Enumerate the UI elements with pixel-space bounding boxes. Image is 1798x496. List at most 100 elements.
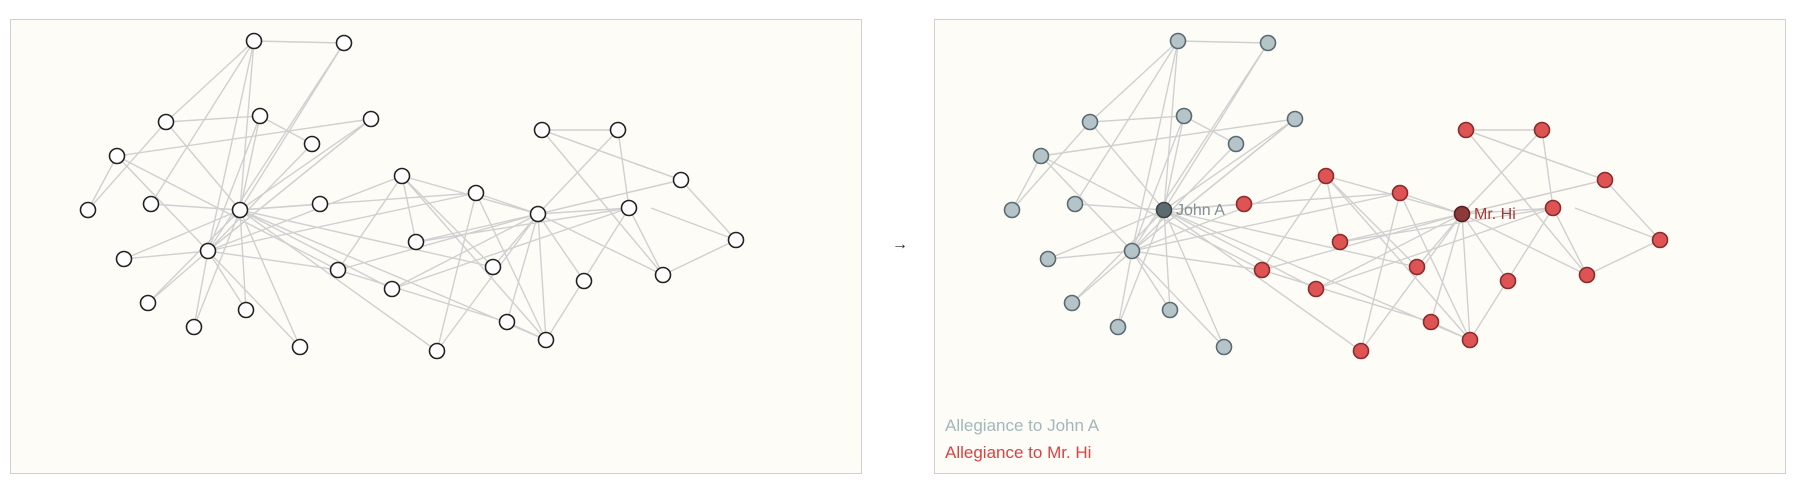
graph-edge (1089, 115, 1185, 123)
graph-edge (628, 207, 664, 276)
graph-node (1066, 195, 1084, 213)
graph-edge (475, 192, 539, 215)
graph-edge (1541, 129, 1554, 209)
graph-edge (1163, 209, 1171, 311)
graph-edge (87, 155, 118, 211)
graph-edge (1131, 175, 1327, 252)
graph-edge (207, 143, 313, 252)
graph-node (1227, 135, 1245, 153)
graph-edge (475, 192, 547, 341)
graph-node (1175, 107, 1193, 125)
graph-edge (1117, 209, 1165, 328)
graph-node (237, 301, 255, 319)
graph-edge (1586, 239, 1661, 276)
graph-edge (207, 175, 403, 252)
graph-edge (150, 40, 255, 205)
graph-edge (1261, 269, 1432, 323)
graph-node (428, 342, 446, 360)
graph-edge (337, 269, 508, 323)
graph-node (108, 147, 126, 165)
graph-node (79, 201, 97, 219)
graph-node (620, 199, 638, 217)
graph-node (1461, 331, 1479, 349)
graph-edge (239, 209, 301, 348)
graph-edge (116, 155, 339, 271)
graph-edge (1461, 213, 1509, 282)
graph-edge (1163, 209, 1225, 348)
graph-node (393, 167, 411, 185)
graph-edge (1131, 40, 1179, 252)
graph-edge (1131, 250, 1225, 348)
graph-edge (1131, 250, 1263, 271)
graph-node (199, 242, 217, 260)
graph-edge (239, 42, 345, 211)
graph-edge (1261, 175, 1327, 271)
graph-edge (506, 213, 539, 323)
graph-edge (537, 179, 682, 215)
graph-edge (1465, 129, 1588, 276)
graph-node (1161, 301, 1179, 319)
graph-node (335, 34, 353, 52)
graph-node (231, 201, 249, 219)
graph-edge (207, 250, 247, 311)
graph-edge (1074, 203, 1165, 211)
graph-node (115, 250, 133, 268)
graph-edge (650, 207, 737, 241)
graph-node (303, 135, 321, 153)
graph-node (1253, 261, 1271, 279)
graph-edge (1325, 175, 1418, 268)
graph-node (291, 338, 309, 356)
graph-edge (415, 207, 630, 243)
graph-edge (1430, 213, 1463, 323)
graph-edge (239, 118, 372, 211)
graph-edge (123, 209, 241, 260)
graph-edge (1040, 118, 1296, 157)
graph-edge (1574, 207, 1661, 241)
graph-edge (239, 209, 438, 352)
graph-node (529, 205, 547, 223)
graph-edge (1131, 115, 1185, 252)
graph-edge (1040, 155, 1263, 271)
graph-edge (150, 203, 241, 211)
graph-edge (1325, 175, 1341, 243)
graph-node (1259, 34, 1277, 52)
graph-edge (116, 155, 209, 252)
graph-node (139, 294, 157, 312)
graph-node (383, 280, 401, 298)
graph-edge (1461, 213, 1471, 341)
graph-edge (165, 121, 241, 211)
graph-edge (1177, 40, 1269, 44)
graph-node (142, 195, 160, 213)
graph-edge (239, 115, 261, 211)
graph-node (1215, 338, 1233, 356)
graph-edge (415, 213, 539, 243)
graph-edge (207, 250, 301, 348)
graph-edge (1131, 143, 1237, 252)
graph-node (1544, 199, 1562, 217)
graph-edge (165, 115, 261, 123)
graph-node (407, 233, 425, 251)
graph-edge (436, 213, 539, 352)
graph-edge (1074, 40, 1179, 205)
graph-edge (1163, 209, 1362, 352)
graph-edge (193, 209, 241, 328)
graph-node (1286, 110, 1304, 128)
graph-edge (259, 115, 313, 145)
graph-node (185, 318, 203, 336)
graph-edge (1465, 129, 1606, 181)
graph-edge (1315, 207, 1554, 290)
graph-edge (1071, 250, 1133, 304)
graph-node (1081, 113, 1099, 131)
graph-edge (1183, 115, 1237, 145)
graph-edge (1360, 192, 1401, 352)
graph-node (1169, 32, 1187, 50)
label-mr-hi: Mr. Hi (1474, 206, 1516, 223)
graph-node (1155, 201, 1173, 219)
graph-edge (537, 207, 630, 215)
graph-edge (401, 175, 547, 341)
graph-node (1499, 272, 1517, 290)
graph-node (1235, 195, 1253, 213)
graph-edge (492, 213, 539, 268)
graph-node (1123, 242, 1141, 260)
